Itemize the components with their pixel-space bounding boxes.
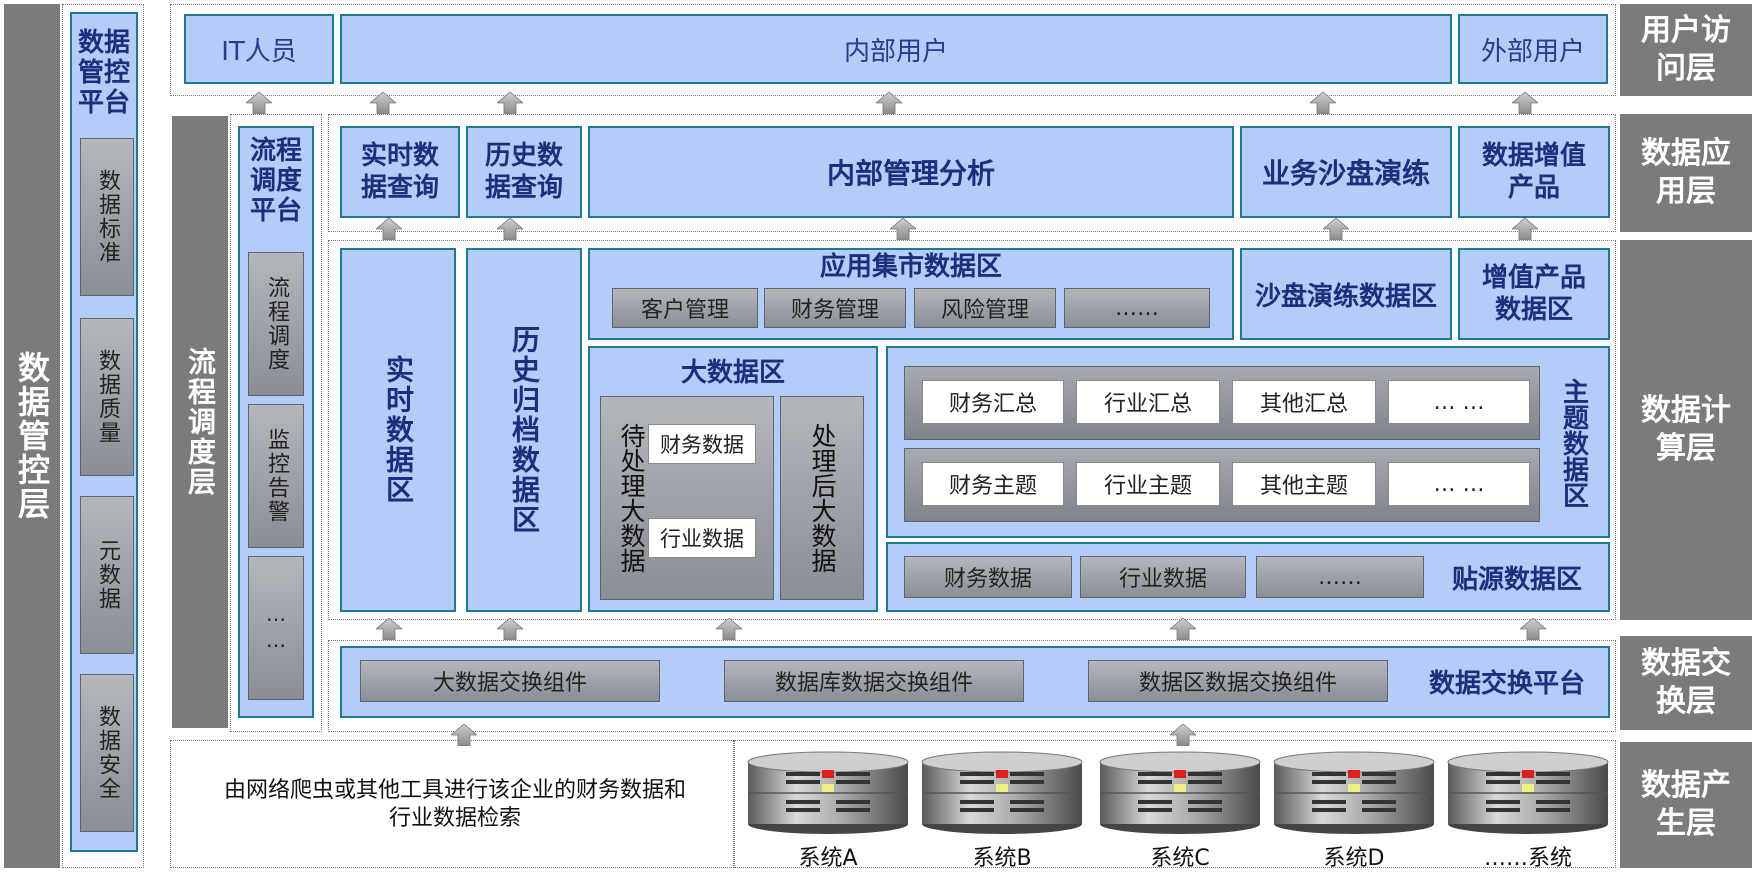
up-arrow-icon [1512,218,1538,240]
value-product-box: 数据增值产品 [1458,126,1610,218]
layer-label-data-exchange: 数据交换层 [1620,636,1752,730]
server-icon [1273,751,1435,834]
up-arrow-icon [497,92,523,114]
layer-label-user-access: 用户访问层 [1620,4,1752,96]
it-staff-box: IT人员 [184,14,334,84]
up-arrow-icon [1520,618,1546,640]
flow-item-monitoring: 监控告警 [248,404,304,548]
realtime-query-box: 实时数据查询 [340,126,460,218]
data-control-layer: 数据管控层 [4,4,60,868]
up-arrow-icon [1170,724,1196,746]
source-item-finance: 财务数据 [904,556,1072,598]
system-more-label: ……系统 [1483,846,1572,871]
crawler-text: 由网络爬虫或其他工具进行该企业的财务数据和行业数据检索 [223,778,686,831]
topic-item-other-summary: 其他汇总 [1232,380,1376,424]
processed-bigdata-box: 处理后大数据 [780,396,864,600]
bigdata-zone-title: 大数据区 [680,358,785,388]
up-arrow-icon [376,618,402,640]
up-arrow-icon [890,218,916,240]
up-arrow-icon [246,92,272,114]
app-market-title: 应用集市数据区 [819,252,1002,282]
pending-industry-data: 行业数据 [648,518,756,558]
system-d: 系统D [1272,750,1436,871]
value-product-zone: 增值产品数据区 [1458,248,1610,340]
layer-label-data-compute: 数据计算层 [1620,240,1752,620]
system-b-label: 系统B [972,846,1032,871]
history-query-box: 历史数据查询 [466,126,582,218]
up-arrow-icon [1310,92,1336,114]
source-item-more: …… [1256,556,1424,598]
topic-item-other-theme: 其他主题 [1232,462,1376,506]
system-a: 系统A [746,750,910,871]
up-arrow-icon [876,92,902,114]
control-platform-title: 数据管控平台 [78,28,131,118]
topic-data-zone-title: 主题数据区 [1558,378,1589,508]
internal-users-box: 内部用户 [340,14,1452,84]
topic-item-more-theme: … … [1388,462,1530,506]
sandbox-data-zone: 沙盘演练数据区 [1240,248,1452,340]
market-item-customer: 客户管理 [612,288,758,328]
server-icon [1099,751,1261,834]
sandbox-app-box: 业务沙盘演练 [1240,126,1452,218]
realtime-data-zone: 实时数据区 [340,248,456,612]
layer-label-data-application: 数据应用层 [1620,114,1752,232]
external-users-box: 外部用户 [1458,14,1608,84]
system-a-label: 系统A [798,846,858,871]
up-arrow-icon [716,618,742,640]
topic-item-industry-summary: 行业汇总 [1076,380,1220,424]
flow-item-more: …… [248,556,304,700]
server-icon [1447,751,1609,834]
system-c: 系统C [1098,750,1262,871]
topic-item-more-summary: … … [1388,380,1530,424]
topic-item-industry-theme: 行业主题 [1076,462,1220,506]
system-c-label: 系统C [1150,846,1210,871]
crawler-frame [170,740,734,868]
control-item-security: 数据安全 [80,674,134,832]
flow-item-scheduling: 流程调度 [248,252,304,396]
exchange-item-bigdata: 大数据交换组件 [360,660,660,702]
exchange-platform-title: 数据交换平台 [1428,668,1585,699]
market-item-risk: 风险管理 [914,288,1056,328]
control-item-quality: 数据质量 [80,318,134,476]
internal-analysis-box: 内部管理分析 [588,126,1234,218]
exchange-item-zone: 数据区数据交换组件 [1088,660,1388,702]
pending-finance-data: 财务数据 [648,424,756,464]
source-data-zone-title: 贴源数据区 [1451,564,1582,595]
layer-label-data-generation: 数据产生层 [1620,742,1752,868]
up-arrow-icon [376,218,402,240]
market-item-more: …… [1064,288,1210,328]
up-arrow-icon [370,92,396,114]
up-arrow-icon [1512,92,1538,114]
topic-item-finance-summary: 财务汇总 [922,380,1064,424]
up-arrow-icon [497,218,523,240]
topic-item-finance-theme: 财务主题 [922,462,1064,506]
server-icon [747,751,909,834]
up-arrow-icon [1323,218,1349,240]
control-item-metadata: 元数据 [80,496,134,654]
flow-dispatch-layer: 流程调度层 [172,116,228,728]
up-arrow-icon [497,618,523,640]
system-more: ……系统 [1446,750,1610,871]
control-item-standard: 数据标准 [80,138,134,296]
system-d-label: 系统D [1323,846,1385,871]
exchange-item-database: 数据库数据交换组件 [724,660,1024,702]
up-arrow-icon [1170,618,1196,640]
source-item-industry: 行业数据 [1080,556,1246,598]
history-archive-zone: 历史归档数据区 [466,248,582,612]
system-b: 系统B [920,750,1084,871]
up-arrow-icon [451,724,477,746]
server-icon [921,751,1083,834]
market-item-finance: 财务管理 [764,288,906,328]
flow-platform-title: 流程调度平台 [249,136,302,226]
